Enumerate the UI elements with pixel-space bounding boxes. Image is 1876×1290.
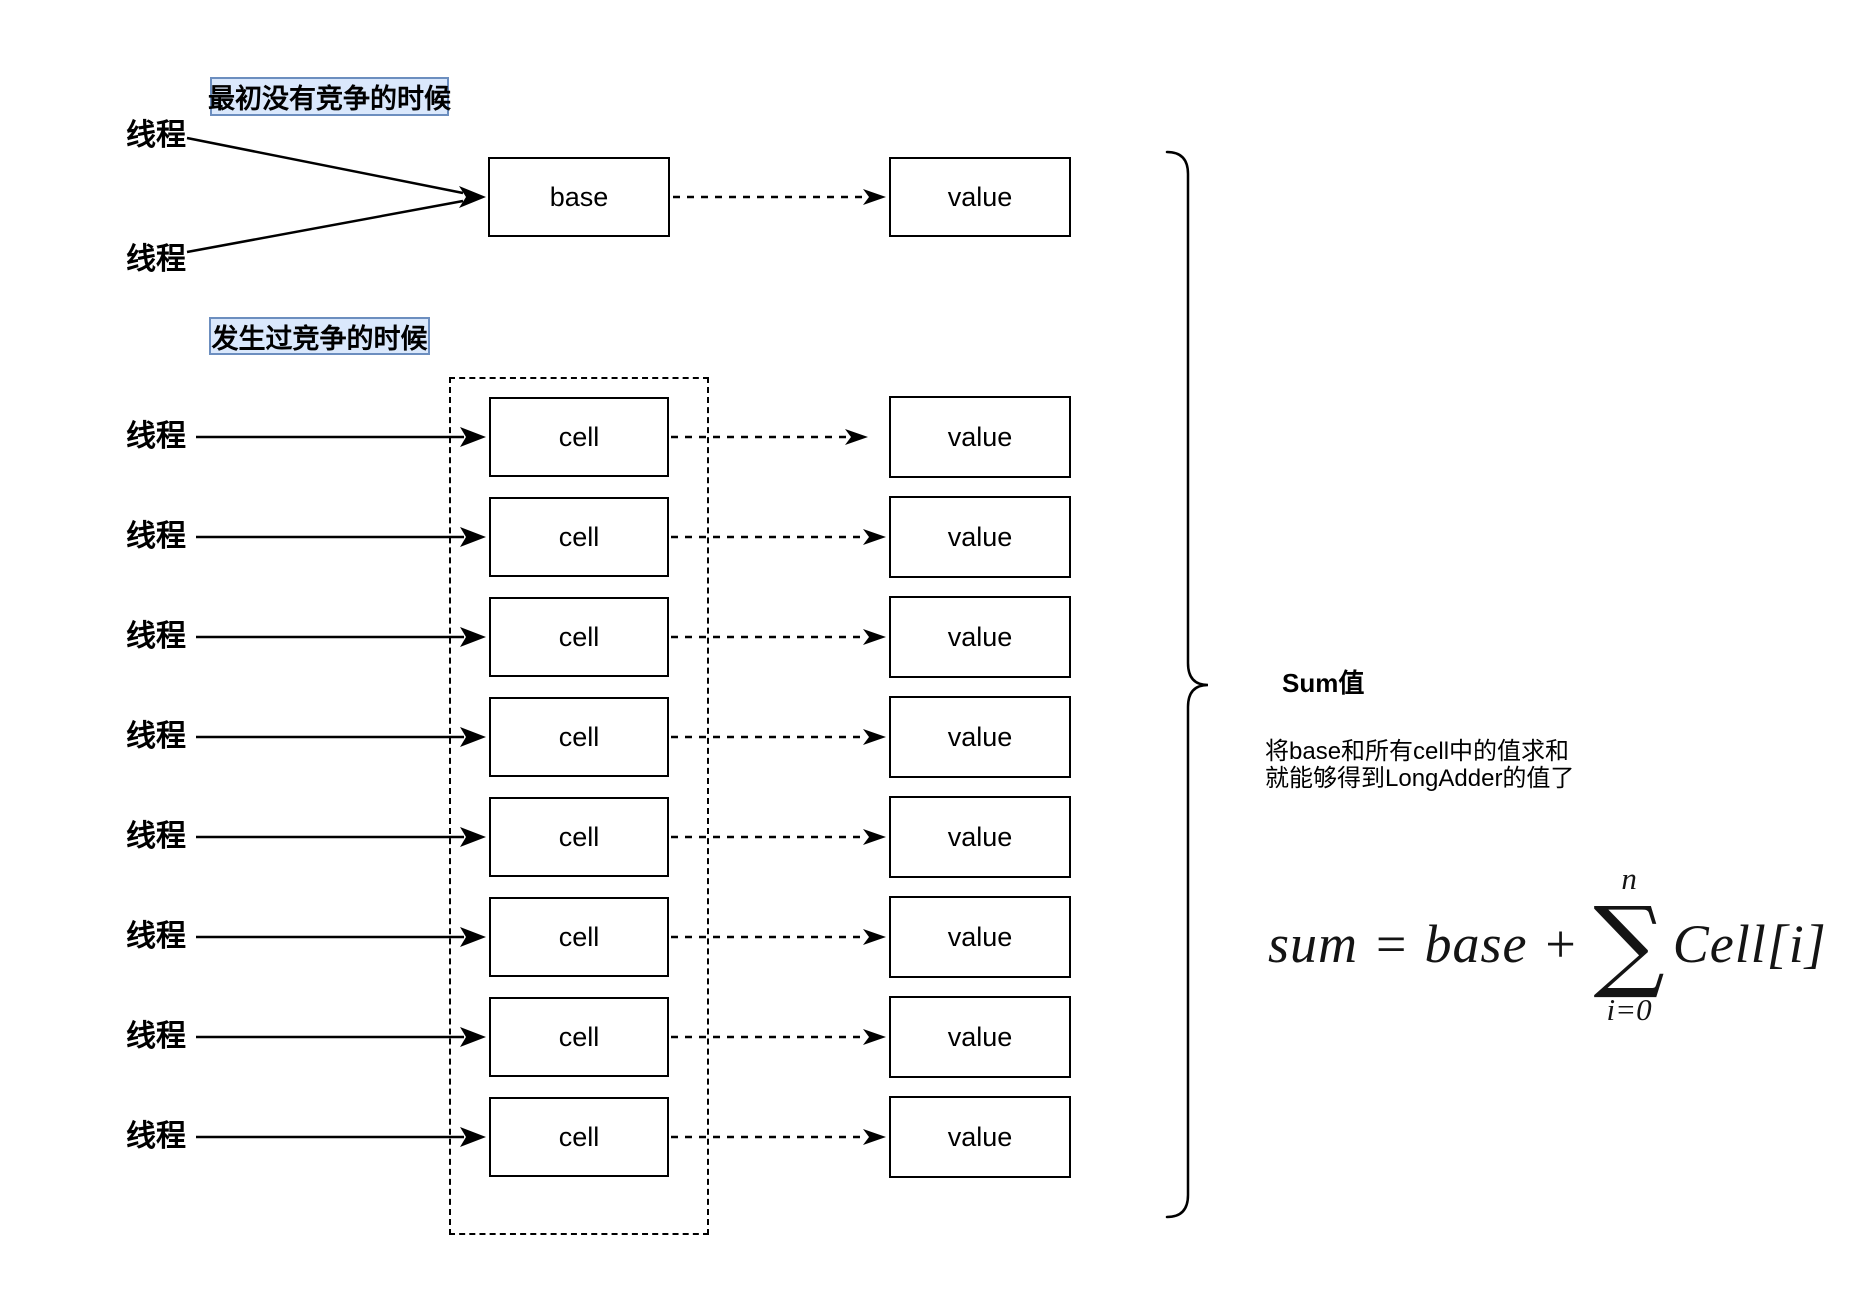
sigma-icon: ∑	[1593, 885, 1665, 1002]
thread-label: 线程	[126, 520, 186, 553]
cell-box-label: cell	[558, 821, 600, 852]
value-box-label: value	[947, 621, 1013, 652]
arrowhead-icon	[863, 529, 886, 545]
arrowhead-icon	[460, 727, 486, 747]
thread-label: 线程	[126, 420, 186, 453]
cells-array-outline	[449, 377, 709, 1235]
value-box-label: value	[947, 421, 1013, 452]
value-box: value	[889, 696, 1071, 778]
cell-box: cell	[489, 597, 669, 677]
curly-brace	[1165, 150, 1209, 1219]
cell-box-label: cell	[558, 421, 600, 452]
sum-description-line: 将base和所有cell中的值求和	[1265, 738, 1570, 765]
thread-arrows-contention	[196, 427, 486, 1147]
cell-box-label: cell	[558, 921, 600, 952]
value-box: value	[889, 796, 1071, 878]
value-box-label: value	[947, 921, 1013, 952]
arrowhead-icon	[459, 186, 486, 208]
arrowhead-icon	[460, 827, 486, 847]
thread-label: 线程	[126, 720, 186, 753]
arrowhead-icon	[863, 929, 886, 945]
cell-box-label: cell	[558, 1121, 600, 1152]
arrowhead-icon	[460, 1027, 486, 1047]
arrowhead-icon	[460, 527, 486, 547]
dashed-arrow-base-value	[673, 189, 886, 205]
value-box: value	[889, 1096, 1071, 1178]
value-box: value	[889, 596, 1071, 678]
value-box: value	[889, 996, 1071, 1078]
cell-box: cell	[489, 497, 669, 577]
sigma-block: n ∑ i=0	[1593, 862, 1664, 1026]
cell-box: cell	[489, 797, 669, 877]
thread-label: 线程	[126, 820, 186, 853]
arrowhead-icon	[863, 829, 886, 845]
thread-label: 线程	[126, 920, 186, 953]
cell-box: cell	[489, 897, 669, 977]
cell-box: cell	[489, 1097, 669, 1177]
base-box: base	[488, 157, 670, 237]
arrowhead-icon	[863, 1029, 886, 1045]
value-box-label: value	[947, 1021, 1013, 1052]
sigma-upper-limit: n	[1621, 861, 1637, 896]
dashed-arrows-cell-value	[671, 429, 886, 1145]
badge-contention: 发生过竞争的时候	[209, 317, 430, 355]
arrowhead-icon	[460, 927, 486, 947]
formula-right: Cell[i]	[1672, 914, 1827, 974]
sigma-lower-limit: i=0	[1606, 992, 1652, 1027]
sum-description: 将base和所有cell中的值求和 就能够得到LongAdder的值了	[1265, 738, 1574, 792]
cell-box: cell	[489, 697, 669, 777]
value-box-label: value	[947, 1121, 1013, 1152]
value-box-label: value	[947, 821, 1013, 852]
value-box: value	[889, 896, 1071, 978]
thread-label: 线程	[126, 1020, 186, 1053]
sum-description-line: 就能够得到LongAdder的值了	[1265, 765, 1575, 792]
arrowhead-icon	[845, 429, 868, 445]
thread-label: 线程	[126, 119, 186, 152]
cell-box-label: cell	[558, 621, 600, 652]
value-box: value	[889, 396, 1071, 478]
cell-box: cell	[489, 997, 669, 1077]
cell-box-label: cell	[558, 521, 600, 552]
formula-left: sum = base +	[1268, 914, 1580, 974]
cell-box-label: cell	[558, 1021, 600, 1052]
cell-box: cell	[489, 397, 669, 477]
value-box: value	[889, 496, 1071, 578]
arrowhead-icon	[863, 189, 886, 205]
value-box-label: value	[947, 521, 1013, 552]
sum-formula: sum = base + n ∑ i=0 Cell[i]	[1268, 852, 1827, 1036]
thread-label: 线程	[126, 620, 186, 653]
thread-label: 线程	[126, 1120, 186, 1153]
arrowhead-icon	[863, 629, 886, 645]
arrowhead-icon	[460, 627, 486, 647]
arrowhead-icon	[460, 427, 486, 447]
value-box: value	[889, 157, 1071, 237]
badge-no-contention: 最初没有竞争的时候	[208, 77, 451, 116]
value-box-label: value	[947, 181, 1013, 212]
arrowhead-icon	[863, 1129, 886, 1145]
thread-arrows-no-contention	[186, 136, 486, 254]
sum-title: Sum值	[1282, 668, 1365, 698]
base-box-label: base	[549, 181, 609, 212]
arrowhead-icon	[460, 1127, 486, 1147]
cell-box-label: cell	[558, 721, 600, 752]
thread-label: 线程	[126, 243, 186, 276]
value-box-label: value	[947, 721, 1013, 752]
arrowhead-icon	[863, 729, 886, 745]
